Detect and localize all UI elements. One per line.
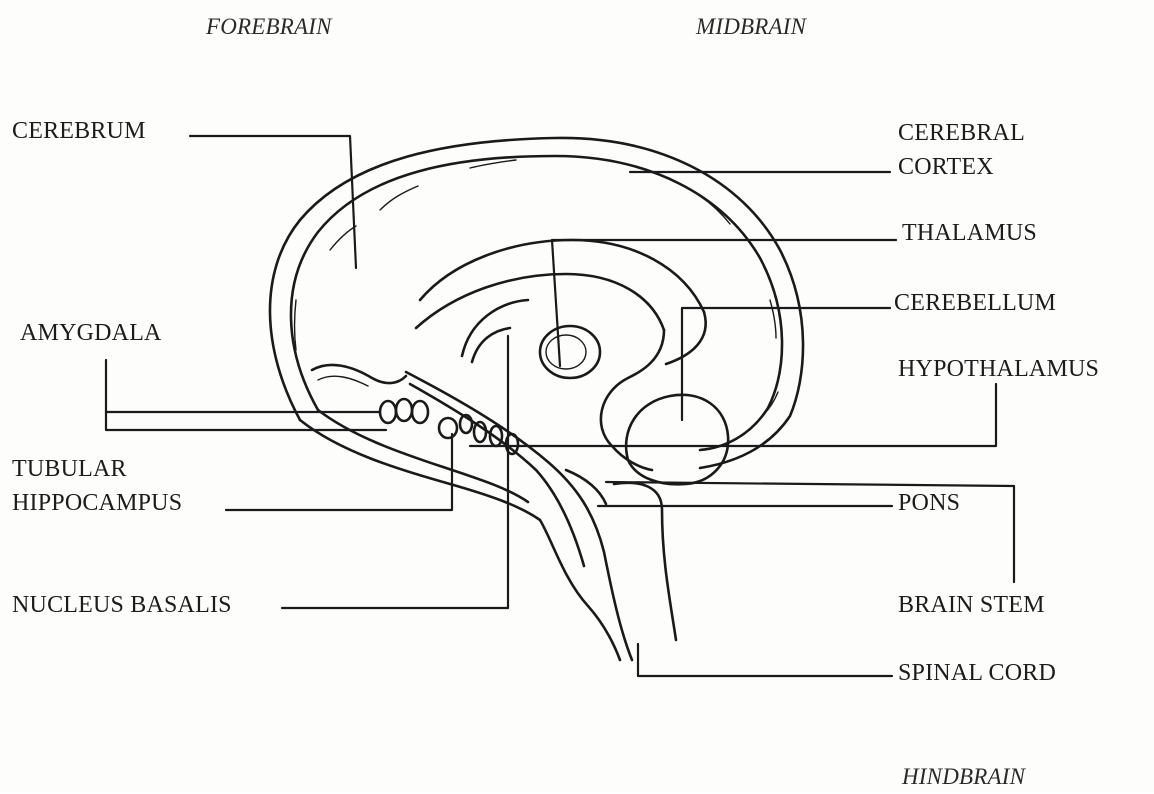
spinal-cord-label: SPINAL CORD [898, 656, 1056, 690]
nucleus-basalis-leader [282, 336, 508, 608]
pons-label: PONS [898, 486, 960, 520]
ventricle-right-inner [666, 312, 706, 364]
thalamus-inner [546, 335, 586, 369]
corpus-callosum-inner [416, 274, 664, 330]
amygdala-label: AMYGDALA [20, 316, 162, 350]
midbrain-heading: MIDBRAIN [696, 10, 806, 44]
ventricle-inner-left [462, 300, 528, 362]
amygdala-loops [380, 399, 428, 423]
brain-stem-mid [410, 384, 584, 566]
temporal-lobe-inner [318, 376, 368, 386]
thalamus-label: THALAMUS [902, 216, 1037, 250]
cerebellum-shape [626, 395, 728, 484]
cerebral-cortex-inner-outline [291, 156, 782, 450]
thalamus-shape [540, 326, 600, 378]
thalamus-leader [552, 240, 896, 366]
cerebellum-leader [682, 308, 890, 420]
hypothalamus-leader [470, 384, 996, 446]
hindbrain-heading: HINDBRAIN [902, 760, 1025, 794]
hypothalamus-label: HYPOTHALAMUS [898, 352, 1099, 386]
nucleus-basalis-label: NUCLEUS BASALIS [12, 588, 232, 622]
hippocampus-loops [439, 415, 518, 454]
cerebellum-label: CEREBELLUM [894, 286, 1056, 320]
temporal-lobe-tail [312, 365, 406, 383]
cortex-label: CORTEX [898, 150, 994, 184]
cerebrum-label: CEREBRUM [12, 114, 146, 148]
hippocampus-label: HIPPOCAMPUS [12, 486, 182, 520]
forebrain-heading: FOREBRAIN [206, 10, 332, 44]
brain-stem-label: BRAIN STEM [898, 588, 1045, 622]
corpus-callosum-outer [420, 240, 704, 312]
tubular-label: TUBULAR [12, 452, 127, 486]
cerebral-label: CEREBRAL [898, 116, 1025, 150]
spinal-cord-leader [638, 644, 892, 676]
forebrain-base-outline [300, 420, 620, 660]
amygdala-leader [106, 360, 386, 430]
